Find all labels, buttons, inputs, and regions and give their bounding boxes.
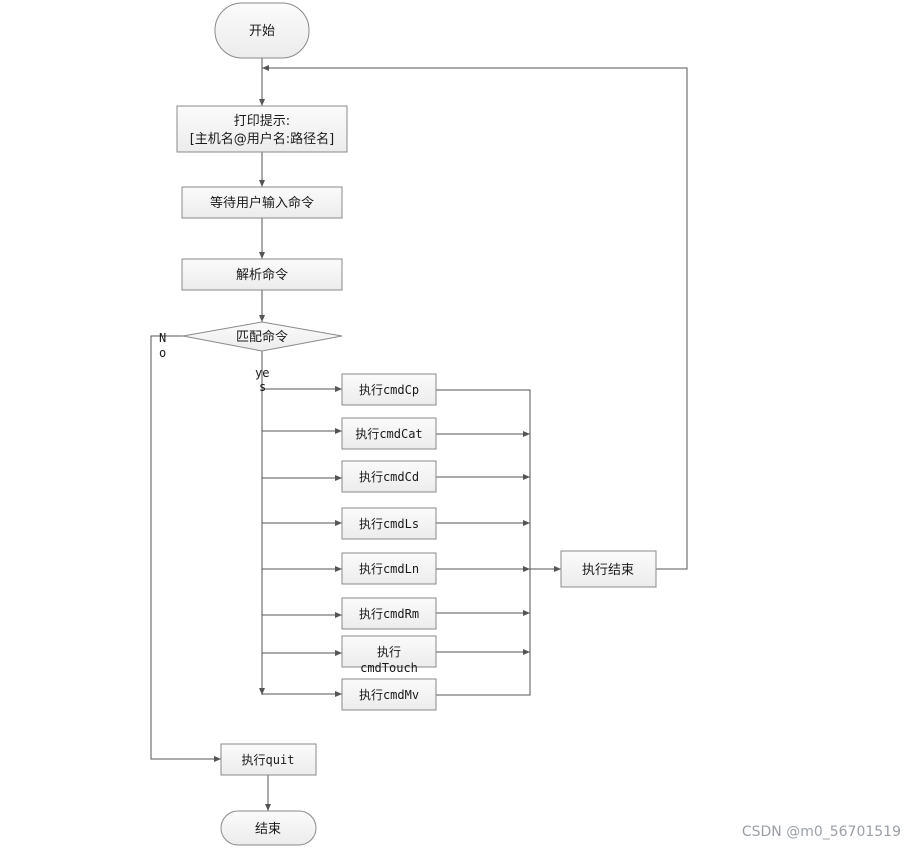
no-label-2: o: [159, 346, 166, 360]
match-decision-node: 匹配命令: [182, 321, 343, 352]
command-box-touch-shape: [341, 635, 437, 668]
edge-no-to-quit: [150, 335, 221, 762]
command-box-mv: 执行cmdMv: [341, 678, 437, 711]
command-box-mv-label: 执行cmdMv: [359, 688, 419, 702]
wait-input-shape: [181, 186, 343, 219]
yes-label-2: s: [259, 380, 266, 394]
command-box-mv-shape: [341, 678, 437, 711]
quit-node: 执行quit: [220, 743, 317, 776]
command-box-touch-label2: cmdTouch: [360, 661, 418, 675]
quit-shape: [220, 743, 317, 776]
command-box-touch: 执行 cmdTouch: [341, 635, 437, 675]
command-box-cat: 执行cmdCat: [341, 417, 437, 450]
command-box-rm-label: 执行cmdRm: [359, 607, 419, 621]
watermark-text: CSDN @m0_56701519: [742, 824, 901, 840]
edge-loop-back: [262, 65, 688, 570]
start-node: 开始: [214, 2, 310, 59]
command-box-cp-shape: [341, 373, 437, 406]
quit-label: 执行quit: [242, 753, 295, 767]
wait-input-label: 等待用户输入命令: [210, 195, 314, 211]
command-box-ln-shape: [341, 552, 437, 585]
command-box-touch-label: 执行: [377, 645, 401, 659]
command-box-cd: 执行cmdCd: [341, 460, 437, 493]
no-label-1: N: [159, 331, 166, 345]
command-box-cat-shape: [341, 417, 437, 450]
print-prompt-line1: 打印提示:: [234, 113, 290, 129]
parse-node: 解析命令: [181, 258, 343, 291]
command-box-rm: 执行cmdRm: [341, 597, 437, 630]
exec-end-shape: [560, 550, 657, 588]
command-box-ln: 执行cmdLn: [341, 552, 437, 585]
exec-end-label: 执行结束: [582, 563, 634, 578]
print-prompt-line2: [主机名@用户名:路径名]: [190, 131, 335, 147]
wait-input-node: 等待用户输入命令: [181, 186, 343, 219]
command-box-cd-label: 执行cmdCd: [359, 470, 419, 484]
command-box-rm-shape: [341, 597, 437, 630]
command-box-ln-label: 执行cmdLn: [359, 562, 419, 576]
edges: [150, 58, 688, 811]
command-box-ls: 执行cmdLs: [341, 507, 437, 540]
print-prompt-node: 打印提示: [主机名@用户名:路径名]: [176, 105, 348, 153]
parse-label: 解析命令: [236, 267, 288, 283]
command-box-cd-shape: [341, 460, 437, 493]
start-shape: [214, 2, 310, 59]
end-label: 结束: [255, 822, 281, 837]
parse-shape: [181, 258, 343, 291]
start-label: 开始: [249, 24, 275, 39]
end-shape: [220, 810, 317, 846]
command-box-ls-label: 执行cmdLs: [359, 517, 419, 531]
command-box-cp-label: 执行cmdCp: [359, 383, 419, 397]
match-decision-shape: [182, 321, 343, 352]
command-box-cat-label: 执行cmdCat: [355, 427, 422, 441]
command-box-cp: 执行cmdCp: [341, 373, 437, 406]
command-box-ls-shape: [341, 507, 437, 540]
exec-end-node: 执行结束: [560, 550, 657, 588]
edge-cp-to-collector: [436, 389, 531, 569]
match-decision-label: 匹配命令: [236, 329, 288, 345]
print-prompt-shape: [176, 105, 348, 153]
yes-label-1: ye: [255, 366, 269, 380]
edge-mv-to-collector: [436, 569, 531, 696]
end-node: 结束: [220, 810, 317, 846]
